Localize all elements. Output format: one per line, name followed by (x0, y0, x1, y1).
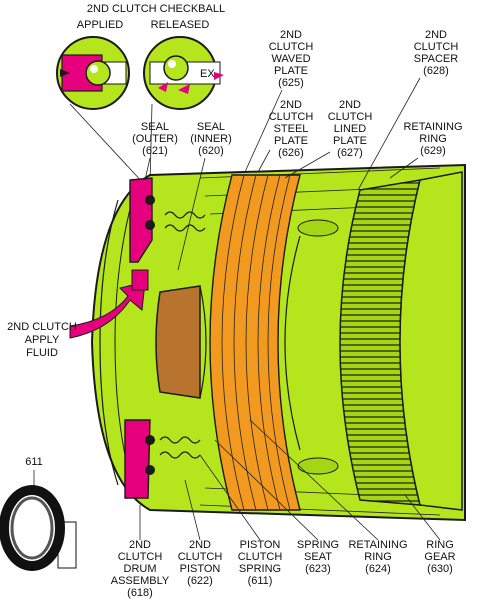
svg-text:CLUTCH: CLUTCH (238, 551, 283, 563)
spring-top (164, 211, 206, 232)
piston-bottom (124, 419, 155, 499)
callout-spacer: 2ND CLUTCH SPACER (628) (357, 29, 459, 191)
callout-drum-assembly: 2ND CLUTCH DRUM ASSEMBLY (618) (111, 505, 170, 599)
svg-text:(INNER): (INNER) (190, 133, 232, 145)
svg-text:RING: RING (426, 539, 454, 551)
svg-text:(611): (611) (248, 575, 273, 587)
svg-text:PLATE: PLATE (274, 135, 308, 147)
svg-text:WAVED: WAVED (271, 53, 310, 65)
ring-gear (284, 171, 463, 511)
svg-text:(624): (624) (365, 563, 391, 575)
svg-text:(626): (626) (278, 147, 304, 159)
applied-label: APPLIED (77, 19, 124, 31)
svg-text:STEEL: STEEL (274, 123, 309, 135)
callout-waved-plate: 2ND CLUTCH WAVED PLATE (625) (244, 29, 314, 173)
callout-seal-inner: SEAL (INNER) (620) (177, 121, 232, 271)
svg-text:SPRING: SPRING (297, 539, 339, 551)
released-label: RELEASED (151, 19, 210, 31)
callout-seal-outer: SEAL (OUTER) (621) (132, 121, 178, 181)
svg-text:(621): (621) (142, 145, 168, 157)
svg-text:SPRING: SPRING (239, 563, 281, 575)
svg-text:PLATE: PLATE (274, 65, 308, 77)
svg-text:SPACER: SPACER (414, 53, 458, 65)
svg-text:(630): (630) (427, 563, 453, 575)
apply-fluid-line-2: APPLY (25, 334, 60, 346)
svg-text:CLUTCH: CLUTCH (178, 551, 223, 563)
svg-text:(625): (625) (278, 77, 304, 89)
svg-text:(620): (620) (198, 145, 224, 157)
svg-text:ASSEMBLY: ASSEMBLY (111, 575, 170, 587)
svg-text:CLUTCH: CLUTCH (269, 41, 314, 53)
spring-bottom (159, 436, 201, 459)
svg-text:RING: RING (419, 133, 447, 145)
inner-hub (155, 285, 207, 399)
callout-clutch-spring: PISTON CLUTCH SPRING (611) (199, 454, 283, 587)
callout-steel-plate: 2ND CLUTCH STEEL PLATE (626) (257, 99, 314, 173)
svg-text:PISTON: PISTON (180, 563, 221, 575)
svg-text:LINED: LINED (334, 123, 366, 135)
svg-text:(622): (622) (187, 575, 213, 587)
svg-text:CLUTCH: CLUTCH (328, 111, 373, 123)
callout-retaining-ring-top: RETAINING RING (629) (389, 121, 463, 179)
svg-text:(629): (629) (420, 145, 446, 157)
spring-thumbnail (0, 485, 77, 571)
apply-fluid-arrow (69, 269, 149, 339)
svg-text:CLUTCH: CLUTCH (414, 41, 459, 53)
svg-text:2ND: 2ND (280, 29, 302, 41)
svg-text:2ND: 2ND (339, 99, 361, 111)
exhaust-label: EX (200, 68, 215, 80)
svg-text:(OUTER): (OUTER) (132, 133, 178, 145)
svg-text:SEAL: SEAL (197, 121, 225, 133)
apply-fluid-line-1: 2ND CLUTCH (7, 321, 77, 333)
svg-text:(627): (627) (337, 147, 363, 159)
callout-ring-gear: RING GEAR (630) (404, 494, 456, 575)
svg-text:RETAINING: RETAINING (403, 121, 462, 133)
callout-lined-plate: 2ND CLUTCH LINED PLATE (627) (284, 99, 373, 179)
svg-text:DRUM: DRUM (124, 563, 157, 575)
svg-text:CLUTCH: CLUTCH (269, 111, 314, 123)
piston-top (129, 177, 155, 263)
svg-text:(623): (623) (305, 563, 331, 575)
svg-text:RING: RING (364, 551, 392, 563)
callout-piston: 2ND CLUTCH PISTON (622) (178, 479, 223, 587)
svg-text:RETAINING: RETAINING (348, 539, 407, 551)
apply-fluid-line-3: FLUID (26, 347, 58, 359)
svg-text:CLUTCH: CLUTCH (118, 551, 163, 563)
callout-spring-seat: SPRING SEAT (623) (214, 439, 339, 575)
svg-text:GEAR: GEAR (424, 551, 455, 563)
callout-retaining-ring-bottom: RETAINING RING (624) (249, 419, 408, 575)
svg-text:(618): (618) (127, 587, 153, 599)
svg-text:SEAL: SEAL (141, 121, 169, 133)
spring-ref-label: 611 (25, 456, 43, 468)
checkball-applied-inset: APPLIED (56, 19, 130, 110)
svg-text:(628): (628) (423, 65, 449, 77)
svg-text:2ND: 2ND (280, 99, 302, 111)
svg-text:2ND: 2ND (189, 539, 211, 551)
checkball-released-inset: RELEASED EX (143, 19, 224, 110)
svg-text:2ND: 2ND (425, 29, 447, 41)
svg-text:PLATE: PLATE (333, 135, 367, 147)
svg-text:PISTON: PISTON (240, 539, 281, 551)
clutch-plate-pack (209, 174, 301, 511)
diagram-title: 2ND CLUTCH CHECKBALL (87, 3, 225, 15)
svg-text:2ND: 2ND (129, 539, 151, 551)
svg-text:SEAT: SEAT (304, 551, 332, 563)
